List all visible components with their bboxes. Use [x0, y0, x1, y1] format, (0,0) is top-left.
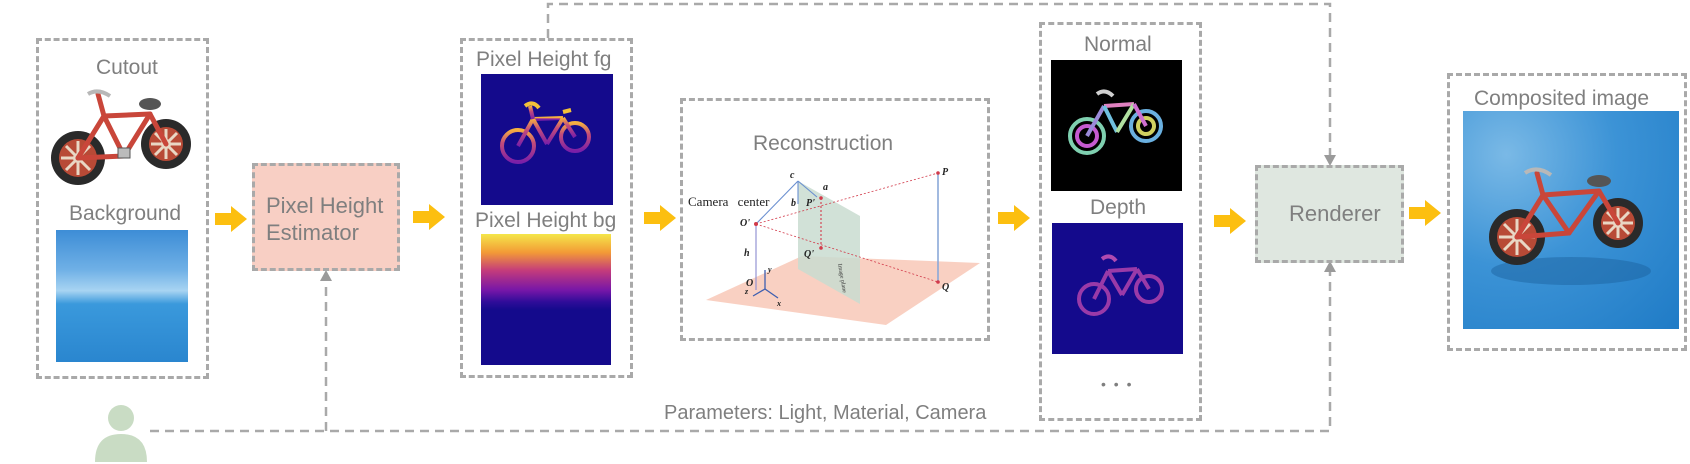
label-image-plane: Image plane [836, 263, 847, 293]
renderer-box [1255, 165, 1404, 263]
arrow-pixel-height-to-reconstruction [644, 205, 676, 231]
cutout-bicycle-image [51, 89, 191, 185]
estimator-label-line1: Pixel Height [266, 193, 384, 218]
label-x: x [776, 299, 781, 308]
camera-center-label: Camera center [688, 194, 770, 209]
pixel-height-fg-image [481, 74, 613, 205]
normal-image [1051, 60, 1182, 191]
estimator-arrowhead [320, 270, 332, 281]
label-p: P [942, 167, 949, 178]
buffers-box [1039, 22, 1202, 421]
depth-label: Depth [1090, 196, 1147, 219]
inputs-box [36, 38, 209, 379]
label-y: y [767, 265, 772, 274]
normal-label: Normal [1084, 33, 1152, 56]
background-label: Background [69, 202, 182, 225]
renderer-top-arrowhead [1324, 155, 1336, 166]
reconstruction-title: Reconstruction [753, 132, 894, 155]
renderer-label: Renderer [1289, 201, 1381, 226]
pixel-height-fg-label: Pixel Height fg [476, 48, 612, 71]
label-h: h [744, 248, 750, 259]
buffers-ellipsis: • • • [1101, 376, 1134, 392]
label-c: c [790, 170, 795, 181]
label-b: b [791, 198, 796, 209]
estimator-label-line2: Estimator [266, 220, 359, 245]
cutout-label: Cutout [96, 56, 158, 79]
background-image [56, 230, 188, 362]
label-o-prime: O' [740, 218, 750, 229]
parameter-line [150, 270, 1332, 433]
image-plane [798, 181, 860, 304]
renderer-bottom-arrowhead [1324, 261, 1336, 272]
label-a: a [823, 182, 828, 193]
composited-image [1463, 111, 1679, 329]
label-q: Q [942, 282, 949, 293]
label-q-prime: Q' [804, 249, 814, 260]
label-p-prime: P' [806, 198, 815, 209]
label-z: z [744, 287, 749, 296]
pixel-height-bg-image [481, 234, 611, 365]
reconstruction-box [680, 98, 990, 341]
pixel-height-estimator-box [252, 163, 400, 271]
pixel-height-box [460, 38, 633, 378]
composited-box [1447, 73, 1687, 351]
pixel-height-bg-label: Pixel Height bg [475, 209, 617, 232]
composited-label: Composited image [1474, 87, 1650, 110]
parameters-label: Parameters: Light, Material, Camera [664, 402, 987, 424]
arrow-renderer-to-output [1409, 200, 1441, 226]
arrow-inputs-to-estimator [215, 206, 247, 232]
reconstruction-diagram: c a b O' P' Q' P Q h O y x z Image plane [706, 167, 980, 325]
depth-image [1052, 223, 1183, 354]
label-o: O [746, 278, 753, 289]
top-loop-line [546, 2, 1332, 157]
user-icon [95, 405, 147, 462]
arrow-estimator-to-pixel-height [413, 204, 445, 230]
arrow-buffers-to-renderer [1214, 208, 1246, 234]
arrow-reconstruction-to-buffers [998, 205, 1030, 231]
